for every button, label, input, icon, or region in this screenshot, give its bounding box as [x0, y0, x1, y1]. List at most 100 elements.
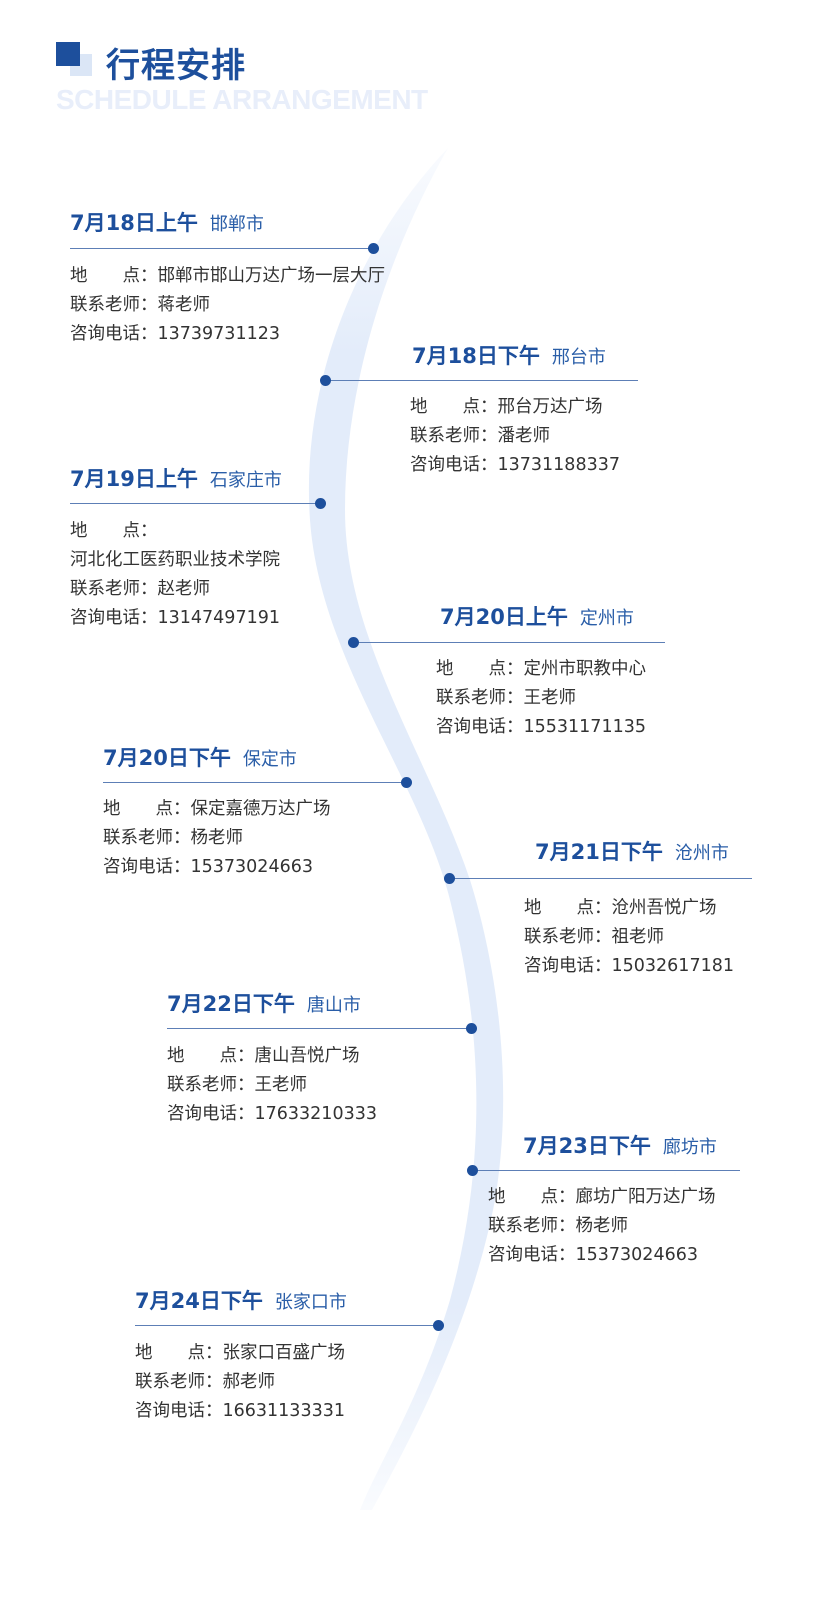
teacher-row: 联系老师：赵老师: [70, 575, 280, 604]
phone-value[interactable]: 15373024663: [190, 857, 313, 877]
phone-row: 咨询电话：16631133331: [135, 1397, 345, 1426]
timeline-dot: [401, 777, 412, 788]
place-value: 保定嘉德万达广场: [190, 799, 331, 819]
phone-value[interactable]: 15373024663: [575, 1245, 698, 1265]
schedule-date: 7月20日下午: [103, 746, 231, 770]
schedule-date: 7月22日下午: [167, 992, 295, 1016]
teacher-label: 联系老师：: [167, 1075, 255, 1095]
timeline-connector: [70, 503, 320, 504]
teacher-label: 联系老师：: [103, 828, 191, 848]
schedule-details: 地 点：定州市职教中心联系老师：王老师咨询电话：15531171135: [436, 655, 646, 742]
place-value: 沧州吾悦广场: [611, 898, 717, 918]
schedule-item-header: 7月22日下午唐山市: [167, 988, 361, 1018]
schedule-item-header: 7月21日下午沧州市: [535, 836, 729, 866]
phone-value[interactable]: 17633210333: [254, 1104, 377, 1124]
timeline-connector: [103, 782, 406, 783]
teacher-label: 联系老师：: [70, 295, 158, 315]
phone-value[interactable]: 16631133331: [222, 1401, 345, 1421]
teacher-label: 联系老师：: [70, 579, 158, 599]
teacher-value: 王老师: [254, 1075, 308, 1095]
phone-row: 咨询电话：15373024663: [488, 1241, 716, 1270]
place-row: 地 点：邢台万达广场: [410, 393, 620, 422]
schedule-date: 7月18日下午: [412, 344, 540, 368]
place-label: 地 点：: [70, 521, 158, 541]
place-row: 地 点：张家口百盛广场: [135, 1339, 345, 1368]
schedule-city: 廊坊市: [662, 1137, 717, 1158]
timeline-connector: [135, 1325, 438, 1326]
schedule-date: 7月24日下午: [135, 1289, 263, 1313]
schedule-item-header: 7月19日上午石家庄市: [70, 463, 282, 493]
phone-value[interactable]: 13147497191: [157, 608, 280, 628]
place-row: 地 点：邯郸市邯山万达广场一层大厅: [70, 262, 385, 291]
schedule-item-header: 7月18日下午邢台市: [412, 340, 606, 370]
schedule-date: 7月21日下午: [535, 840, 663, 864]
timeline-dot: [368, 243, 379, 254]
phone-label: 咨询电话：: [70, 608, 158, 628]
schedule-details: 地 点：河北化工医药职业技术学院联系老师：赵老师咨询电话：13147497191: [70, 517, 280, 633]
phone-label: 咨询电话：: [436, 717, 524, 737]
teacher-label: 联系老师：: [524, 927, 612, 947]
phone-value[interactable]: 13739731123: [157, 324, 280, 344]
teacher-row: 联系老师：王老师: [167, 1071, 377, 1100]
phone-label: 咨询电话：: [167, 1104, 255, 1124]
timeline-connector: [472, 1170, 740, 1171]
schedule-item-header: 7月18日上午邯郸市: [70, 207, 264, 237]
place-value: 唐山吾悦广场: [254, 1046, 360, 1066]
teacher-value: 王老师: [523, 688, 577, 708]
place-label: 地 点：: [135, 1343, 223, 1363]
schedule-city: 沧州市: [674, 843, 729, 864]
timeline-dot: [466, 1023, 477, 1034]
phone-label: 咨询电话：: [410, 455, 498, 475]
place-row: 地 点：沧州吾悦广场: [524, 894, 734, 923]
place-value: 邯郸市邯山万达广场一层大厅: [157, 266, 386, 286]
schedule-details: 地 点：沧州吾悦广场联系老师：祖老师咨询电话：15032617181: [524, 894, 734, 981]
phone-label: 咨询电话：: [524, 956, 612, 976]
phone-row: 咨询电话：13739731123: [70, 320, 385, 349]
schedule-details: 地 点：张家口百盛广场联系老师：郝老师咨询电话：16631133331: [135, 1339, 345, 1426]
schedule-item-header: 7月23日下午廊坊市: [523, 1130, 717, 1160]
teacher-label: 联系老师：: [436, 688, 524, 708]
place-value: 廊坊广阳万达广场: [575, 1187, 716, 1207]
place-value: 张家口百盛广场: [222, 1343, 346, 1363]
place-label: 地 点：: [167, 1046, 255, 1066]
page-subtitle: SCHEDULE ARRANGEMENT: [56, 84, 428, 115]
teacher-row: 联系老师：潘老师: [410, 422, 620, 451]
teacher-label: 联系老师：: [488, 1216, 576, 1236]
place-row: 地 点：保定嘉德万达广场: [103, 795, 331, 824]
place-label: 地 点：: [524, 898, 612, 918]
timeline-dot: [348, 637, 359, 648]
schedule-item-header: 7月20日上午定州市: [440, 601, 634, 631]
title-decoration-square: [56, 42, 80, 66]
place-value: 邢台万达广场: [497, 397, 603, 417]
phone-label: 咨询电话：: [70, 324, 158, 344]
schedule-city: 张家口市: [274, 1292, 347, 1313]
teacher-row: 联系老师：王老师: [436, 684, 646, 713]
timeline-connector: [70, 248, 373, 249]
schedule-date: 7月20日上午: [440, 605, 568, 629]
phone-value[interactable]: 15032617181: [611, 956, 734, 976]
phone-value[interactable]: 13731188337: [497, 455, 620, 475]
teacher-value: 杨老师: [190, 828, 244, 848]
place-label: 地 点：: [436, 659, 524, 679]
teacher-row: 联系老师：蒋老师: [70, 291, 385, 320]
teacher-value: 赵老师: [157, 579, 211, 599]
timeline-connector: [353, 642, 665, 643]
teacher-row: 联系老师：郝老师: [135, 1368, 345, 1397]
timeline-dot: [315, 498, 326, 509]
phone-row: 咨询电话：15531171135: [436, 713, 646, 742]
timeline-dot: [467, 1165, 478, 1176]
phone-value[interactable]: 15531171135: [523, 717, 646, 737]
teacher-value: 祖老师: [611, 927, 665, 947]
place-label: 地 点：: [103, 799, 191, 819]
schedule-city: 邢台市: [551, 347, 606, 368]
timeline-connector: [167, 1028, 471, 1029]
schedule-date: 7月19日上午: [70, 467, 198, 491]
teacher-label: 联系老师：: [135, 1372, 223, 1392]
timeline-dot: [320, 375, 331, 386]
teacher-value: 蒋老师: [157, 295, 211, 315]
teacher-row: 联系老师：杨老师: [488, 1212, 716, 1241]
place-row: 地 点：唐山吾悦广场: [167, 1042, 377, 1071]
place-label: 地 点：: [410, 397, 498, 417]
teacher-value: 潘老师: [497, 426, 551, 446]
timeline-connector: [325, 380, 638, 381]
